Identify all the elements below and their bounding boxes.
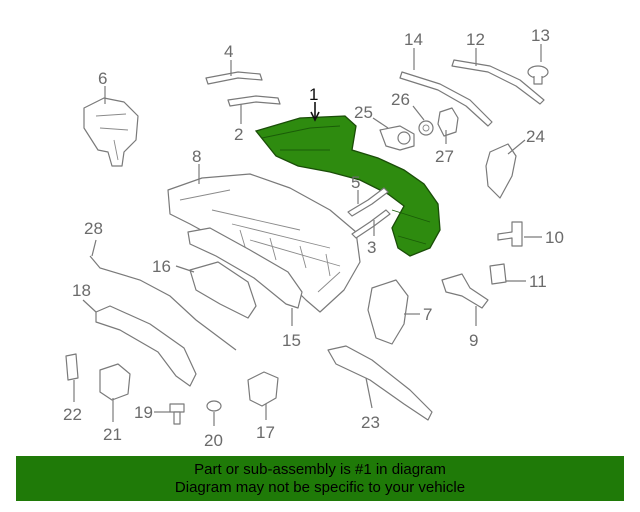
part-13-stem	[533, 76, 543, 85]
callout-16[interactable]: 16	[152, 257, 171, 276]
callout-24[interactable]: 24	[526, 127, 545, 146]
banner-line-2: Diagram may not be specific to your vehi…	[174, 479, 466, 496]
callout-25[interactable]: 25	[354, 103, 373, 122]
callout-14[interactable]: 14	[404, 30, 423, 49]
leader-23	[365, 377, 373, 409]
part-26-outer	[418, 120, 434, 136]
part-23-trim[interactable]	[327, 345, 433, 421]
callout-7[interactable]: 7	[423, 305, 432, 324]
callout-1[interactable]: 1	[309, 85, 318, 104]
callout-19[interactable]: 19	[134, 403, 153, 422]
part-17-housing[interactable]	[247, 371, 279, 407]
leader-28	[91, 239, 97, 257]
part-19-shank	[173, 411, 181, 425]
part-13-clip[interactable]	[527, 65, 549, 85]
callout-5[interactable]: 5	[351, 173, 360, 192]
callout-10[interactable]: 10	[545, 228, 564, 247]
part-2-strip[interactable]	[227, 95, 281, 107]
callout-labels: 1 2 3 4 5 6 7 8 9 10 11 12 13 14 15 16 1…	[63, 26, 564, 450]
callout-3[interactable]: 3	[367, 238, 376, 257]
callout-2[interactable]: 2	[234, 125, 243, 144]
part-6-bracket[interactable]	[83, 97, 139, 167]
callout-18[interactable]: 18	[72, 281, 91, 300]
callout-21[interactable]: 21	[103, 425, 122, 444]
part-3-strip[interactable]	[351, 209, 391, 239]
callout-23[interactable]: 23	[361, 413, 380, 432]
part-26-inner	[422, 124, 430, 132]
part-19-bolt[interactable]	[169, 403, 185, 425]
leader-lines	[73, 44, 542, 426]
part-1-bumper-cover[interactable]	[254, 115, 441, 257]
leader-18	[82, 299, 97, 313]
part-6-shape	[83, 97, 139, 167]
callout-26[interactable]: 26	[391, 90, 410, 109]
part-5-strip[interactable]	[347, 187, 389, 217]
callout-8[interactable]: 8	[192, 147, 201, 166]
part-25-lens	[397, 131, 411, 145]
leader-25	[372, 117, 389, 129]
part-16-reinforcement[interactable]	[189, 261, 257, 319]
callout-9[interactable]: 9	[469, 331, 478, 350]
part-25-sensor[interactable]	[379, 125, 415, 151]
part-19-head	[169, 403, 185, 413]
banner-line-1: Part or sub-assembly is #1 in diagram	[194, 461, 446, 478]
leader-16	[175, 265, 195, 273]
part-11-cap[interactable]	[489, 263, 507, 285]
part-24-bracket[interactable]	[485, 143, 517, 199]
part-26-ring[interactable]	[418, 120, 434, 136]
callout-4[interactable]: 4	[224, 42, 233, 61]
part-9-bracket[interactable]	[441, 273, 489, 309]
callout-15[interactable]: 15	[282, 331, 301, 350]
notice-banner: Part or sub-assembly is #1 in diagram Di…	[16, 456, 624, 501]
part-12-moulding[interactable]	[451, 59, 545, 105]
part-21-bracket[interactable]	[99, 363, 131, 401]
callout-11[interactable]: 11	[529, 272, 547, 291]
part-1-shape	[254, 115, 441, 257]
part-4-strip[interactable]	[205, 71, 263, 85]
callout-20[interactable]: 20	[204, 431, 223, 450]
callout-12[interactable]: 12	[466, 30, 485, 49]
callout-6[interactable]: 6	[98, 69, 107, 88]
part-7-bracket[interactable]	[367, 279, 409, 345]
callout-27[interactable]: 27	[435, 147, 454, 166]
callout-28[interactable]: 28	[84, 219, 103, 238]
part-10-bracket[interactable]	[497, 221, 523, 247]
part-14-moulding[interactable]	[399, 71, 493, 127]
part-22-plate[interactable]	[65, 353, 79, 381]
part-20-nut[interactable]	[206, 400, 222, 412]
callout-13[interactable]: 13	[531, 26, 550, 45]
part-8-detail	[179, 189, 341, 293]
part-1-detail	[261, 125, 431, 245]
callout-1-arrow	[310, 111, 320, 122]
part-15-bracket[interactable]	[187, 227, 303, 309]
part-27-holder[interactable]	[437, 107, 459, 137]
callout-22[interactable]: 22	[63, 405, 82, 424]
leader-26	[412, 105, 425, 121]
leader-24	[507, 139, 526, 155]
callout-17[interactable]: 17	[256, 423, 275, 442]
part-18-beam[interactable]	[95, 305, 197, 387]
part-28-wiring[interactable]	[89, 255, 237, 351]
part-6-detail	[95, 113, 129, 161]
